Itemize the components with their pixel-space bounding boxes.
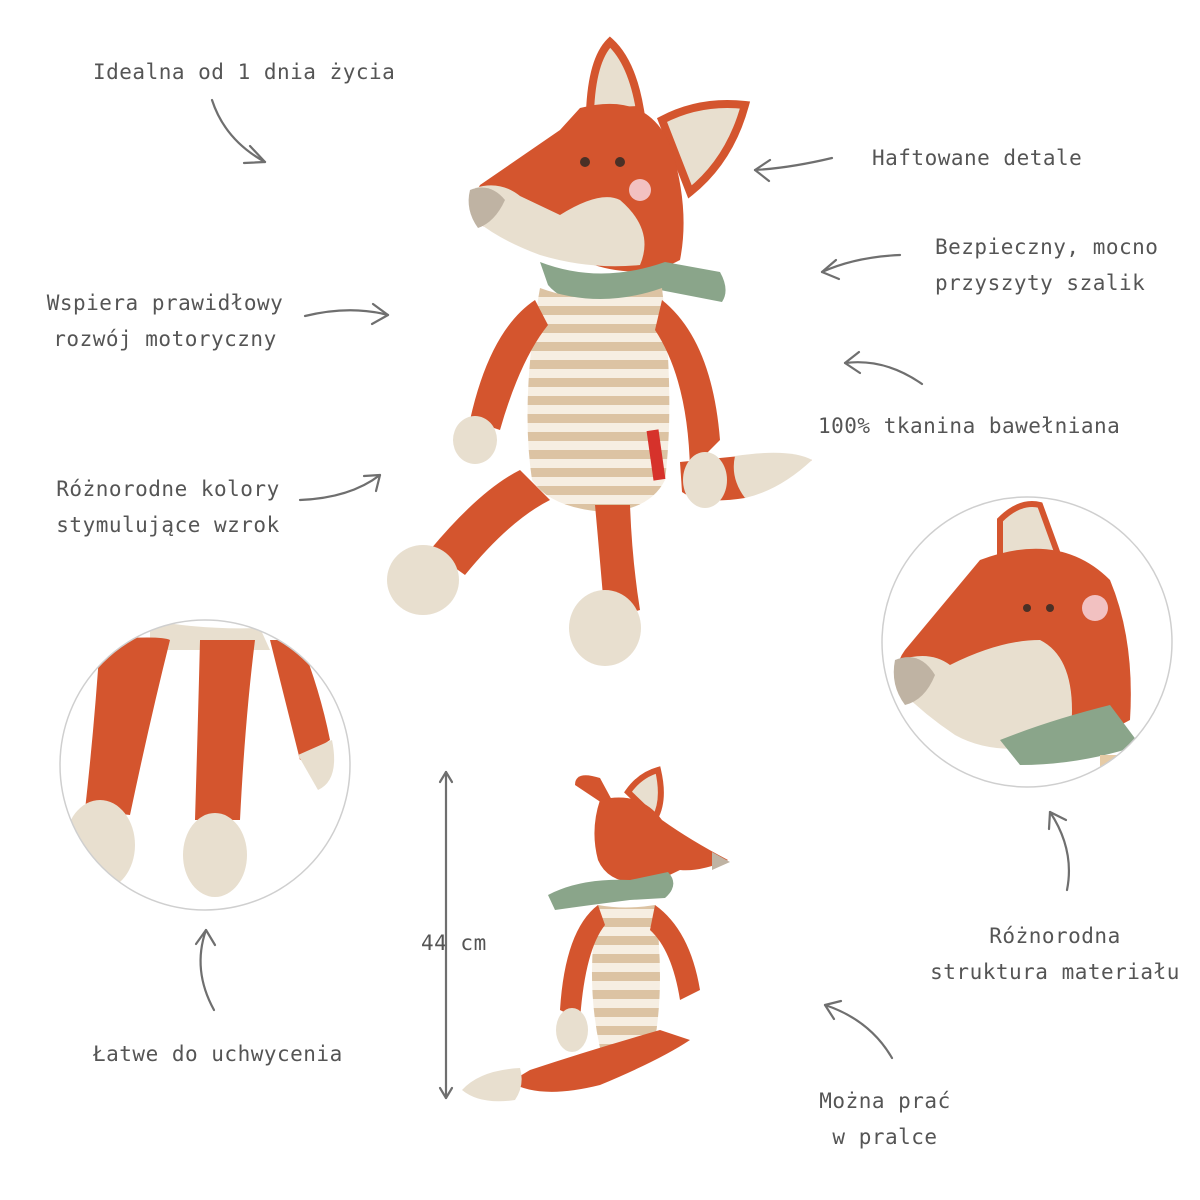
arrow-icon: [210, 98, 267, 165]
head-closeup-image: [881, 496, 1173, 788]
arrow-icon: [820, 253, 902, 281]
arrow-icon: [303, 302, 390, 326]
height-measure-line: [438, 770, 454, 1100]
feature-colors: Różnorodne kolory stymulujące wzrok: [56, 477, 280, 537]
feature-texture: Różnorodna struktura materiału: [930, 924, 1180, 984]
height-label: 44 cm: [421, 931, 487, 955]
legs-closeup-image: [59, 619, 351, 911]
arrow-icon: [194, 928, 217, 1012]
arrow-icon: [298, 473, 382, 502]
feature-scarf: Bezpieczny, mocno przyszyty szalik: [935, 235, 1159, 295]
arrow-icon: [823, 999, 894, 1060]
feature-cotton: 100% tkanina bawełniana: [818, 414, 1121, 438]
feature-washable: Można prać w pralce: [819, 1089, 951, 1149]
arrow-icon: [1047, 810, 1070, 892]
fox-toy-back-image: [462, 766, 730, 1102]
feature-grip: Łatwe do uchwycenia: [93, 1042, 343, 1066]
feature-motor: Wspiera prawidłowy rozwój motoryczny: [46, 291, 284, 351]
fox-toy-front-image: [387, 36, 812, 666]
feature-embroidery: Haftowane detale: [872, 146, 1083, 170]
arrow-icon: [753, 156, 834, 183]
feature-age: Idealna od 1 dnia życia: [93, 60, 396, 84]
arrow-icon: [843, 350, 924, 386]
